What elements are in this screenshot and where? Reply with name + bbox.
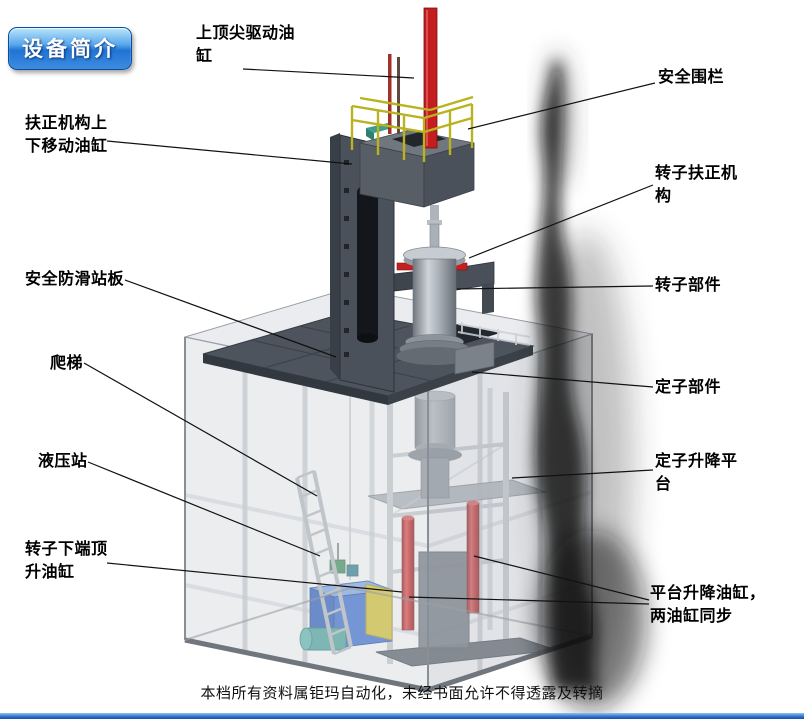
head-box [359,123,475,208]
stator-assembly [408,390,470,649]
label-safety-fence: 安全围栏 [658,69,725,86]
title-badge: 设备简介 [8,27,132,70]
leader-ladder [83,362,318,497]
label-ladder: 爬梯 [50,355,84,372]
leader-hydraulic-station [87,461,321,557]
bottom-bar [0,713,804,719]
shadow-smudge [535,50,647,710]
leader-lines [83,68,656,605]
leader-stator-lift-platform [511,469,654,479]
leader-rotor-centering [468,184,654,259]
label-top-drive-cylinder: 上顶尖驱动油缸 [196,25,296,65]
label-hydraulic-station: 液压站 [38,453,88,470]
leader-rotor-jack-cylinder [106,562,403,593]
label-stator-component: 定子部件 [655,379,722,396]
leader-platform-cylinder-a [473,555,650,601]
label-centering-lift-cylinder: 扶正机构上下移动油缸 [25,115,108,155]
leader-stator-component [471,371,654,388]
leader-top-cylinder [242,68,415,79]
label-antislip-platform: 安全防滑站板 [25,271,125,288]
safety-fence [350,95,474,162]
label-rotor-jack-cylinder: 转子下端顶升油缸 [25,541,108,581]
label-platform-lift-cylinders: 平台升降油缸，两油缸同步 [650,585,766,625]
label-rotor-centering-mechanism: 转子扶正机构 [655,165,738,205]
title-badge-text: 设备简介 [22,38,118,61]
leader-antislip-platform [124,279,337,358]
platform-lift-cylinders [401,500,480,631]
top-drive-cylinder [388,7,438,149]
leader-centering-cylinder [106,140,353,165]
leader-rotor-component [456,285,654,290]
label-rotor-component: 转子部件 [655,277,722,294]
label-stator-lift-platform: 定子升降平台 [655,453,738,493]
rotor-assembly [396,205,495,375]
ladder [295,469,353,656]
leader-safety-fence [467,82,656,130]
leader-platform-cylinder-b [408,596,650,605]
main-column [330,133,395,393]
footer-note: 本档所有资料属钜玛自动化，未经书面允许不得透露及转摘 [200,685,604,702]
